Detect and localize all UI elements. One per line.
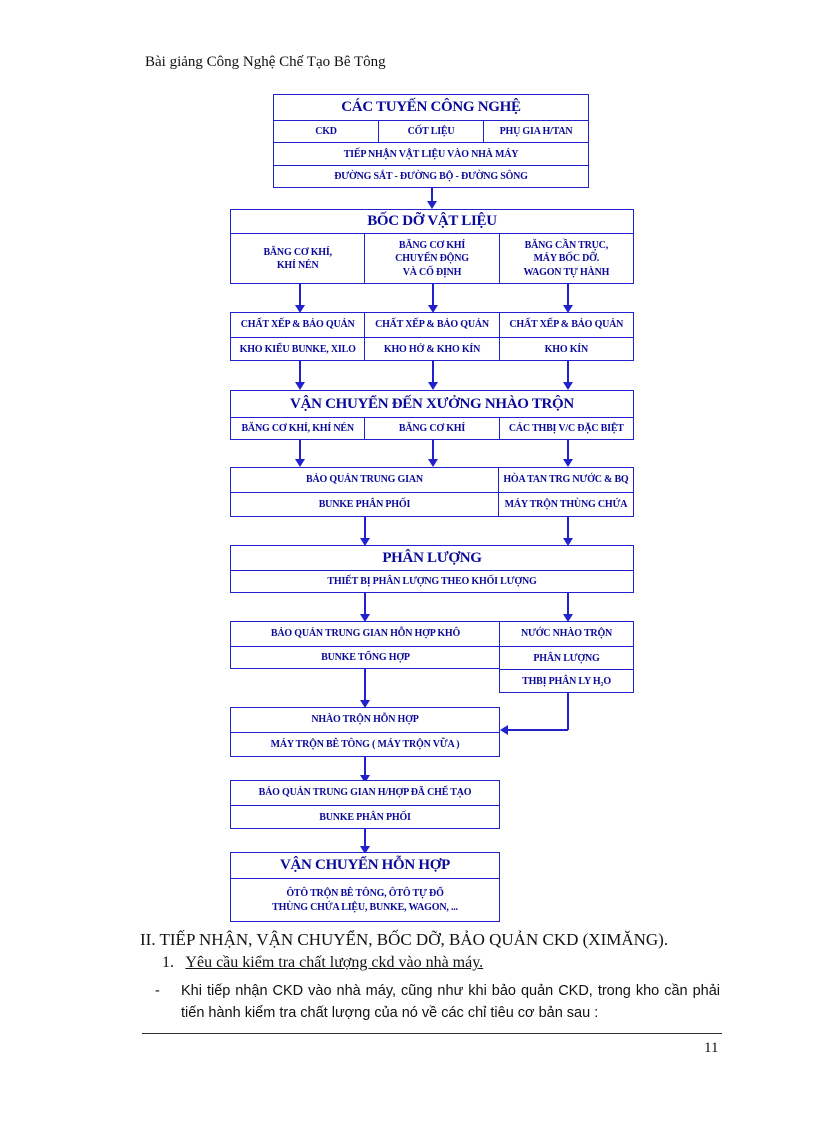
section-heading: II. TIẾP NHẬN, VẬN CHUYỂN, BỐC DỠ, BẢO Q…: [140, 930, 669, 949]
cell-distribution-bunker: BUNKE PHÂN PHỐI: [319, 811, 411, 823]
arrow-down-icon: [563, 382, 573, 390]
connector-line: [431, 188, 433, 202]
cell-transport-routes: ĐƯỜNG SẮT - ĐƯỜNG BỘ - ĐƯỜNG SÔNG: [334, 171, 528, 183]
cell-bunker: BUNKE PHÂN PHỐI: [318, 499, 411, 511]
connector-line: [567, 693, 569, 730]
arrow-down-icon: [563, 538, 573, 546]
connector-line: [364, 517, 366, 539]
cell-unload-1: BĂNG CƠ KHÍ, KHÍ NÉN: [263, 246, 332, 272]
box-title: VẬN CHUYỂN ĐẾN XƯỞNG NHÀO TRỘN: [290, 395, 574, 412]
arrow-down-icon: [360, 775, 370, 783]
box-title: CÁC TUYẾN CÔNG NGHỆ: [341, 99, 521, 116]
cell-unload-2: BĂNG CƠ KHÍ CHUYỂN ĐỘNG VÀ CỐ ĐỊNH: [364, 234, 498, 284]
cell-warehouse-1: KHO KIỂU BUNKE, XILO: [239, 343, 356, 355]
connector-line: [364, 669, 366, 701]
box-mixing: NHÀO TRỘN HỖN HỢP MÁY TRỘN BÊ TÔNG ( MÁY…: [230, 707, 500, 757]
cell-stack-3: CHẤT XẾP & BẢO QUẢN: [498, 313, 633, 337]
box-title: BỐC DỠ VẬT LIỆU: [367, 213, 497, 230]
subsection-heading: 1. Yêu cầu kiểm tra chất lượng ckd vào n…: [162, 954, 483, 972]
connector-line: [432, 440, 434, 460]
box-mixing-water: NƯỚC NHÀO TRỘN PHÂN LƯỢNG THBỊ PHÂN LY H…: [499, 621, 634, 693]
paragraph: - Khi tiếp nhận CKD vào nhà máy, cũng nh…: [155, 980, 720, 1024]
arrow-down-icon: [360, 538, 370, 546]
arrow-down-icon: [360, 614, 370, 622]
arrow-down-icon: [428, 382, 438, 390]
cell-batching-equipment: THIẾT BỊ PHÂN LƯỢNG THEO KHỐI LƯỢNG: [327, 576, 537, 588]
cell-warehouse-3: KHO KÍN: [498, 338, 633, 361]
cell-transport-vehicles: ÔTÔ TRỘN BÊ TÔNG, ÔTÔ TỰ ĐỔ THÙNG CHỨA L…: [272, 888, 458, 913]
bullet: -: [155, 983, 160, 999]
cell-mix-title: NHÀO TRỘN HỖN HỢP: [311, 714, 419, 726]
box-finished-mix-storage: BẢO QUẢN TRUNG GIAN H/HỢP ĐÃ CHẾ TẠO BUN…: [230, 780, 500, 829]
arrow-down-icon: [360, 846, 370, 854]
cell-transport-3: CÁC THBỊ V/C ĐẶC BIỆT: [498, 418, 633, 440]
connector-line: [299, 284, 301, 306]
cell-unload-3: BĂNG CẦN TRỤC, MÁY BỐC DỠ. WAGON TỰ HÀNH: [498, 234, 633, 284]
connector-line: [432, 361, 434, 383]
connector-line: [364, 593, 366, 615]
arrow-down-icon: [295, 305, 305, 313]
connector-line: [364, 757, 366, 777]
cell-warehouse-2: KHO HỞ & KHO KÍN: [364, 338, 498, 361]
arrow-down-icon: [360, 700, 370, 708]
connector-line: [299, 440, 301, 460]
cell-stack-2: CHẤT XẾP & BẢO QUẢN: [364, 313, 498, 337]
cell-aggregate: CỐT LIỆU: [378, 121, 483, 143]
box-title: PHÂN LƯỢNG: [382, 549, 482, 566]
arrow-down-icon: [563, 459, 573, 467]
connector-line: [299, 361, 301, 383]
cell-receive: TIẾP NHẬN VẬT LIỆU VÀO NHÀ MÁY: [343, 148, 519, 160]
subsection-title: Yêu cầu kiểm tra chất lượng ckd vào nhà …: [185, 954, 484, 971]
cell-intermediate: BẢO QUẢN TRUNG GIAN: [306, 474, 423, 486]
box-transport-to-mixing: VẬN CHUYỂN ĐẾN XƯỞNG NHÀO TRỘN BĂNG CƠ K…: [230, 390, 634, 440]
cell-tank-mixer: MÁY TRỘN THÙNG CHỨA: [497, 493, 633, 517]
connector-line: [567, 593, 569, 615]
connector-line: [567, 440, 569, 460]
cell-finished-storage: BẢO QUẢN TRUNG GIAN H/HỢP ĐÃ CHẾ TẠO: [258, 787, 472, 799]
cell-transport-2: BĂNG CƠ KHÍ: [364, 418, 498, 440]
box-dry-mix-storage: BẢO QUẢN TRUNG GIAN HỖN HỢP KHÔ BUNKE TỔ…: [230, 621, 501, 669]
connector-line: [364, 829, 366, 849]
cell-dissolve: HÒA TAN TRG NƯỚC & BQ: [497, 468, 633, 492]
connector-line: [567, 284, 569, 306]
box-unloading: BỐC DỠ VẬT LIỆU BĂNG CƠ KHÍ, KHÍ NÉN BĂN…: [230, 209, 634, 284]
arrow-left-icon: [500, 725, 508, 735]
arrow-down-icon: [428, 305, 438, 313]
connector-line: [567, 517, 569, 539]
page-number: 11: [704, 1040, 719, 1056]
box-technology-lines: CÁC TUYẾN CÔNG NGHỆ CKD CỐT LIỆU PHỤ GIA…: [273, 94, 589, 188]
page-header: Bài giảng Công Nghệ Chế Tạo Bê Tông: [145, 54, 386, 70]
box-mix-transport: VẬN CHUYỂN HỖN HỢP ÔTÔ TRỘN BÊ TÔNG, ÔTÔ…: [230, 852, 500, 922]
cell-mixing-water: NƯỚC NHÀO TRỘN: [520, 628, 613, 640]
arrow-down-icon: [563, 614, 573, 622]
cell-water-separator: THBỊ PHÂN LY H₂O: [522, 675, 611, 687]
cell-admixture: PHỤ GIA H/TAN: [483, 121, 588, 143]
paragraph-text: Khi tiếp nhận CKD vào nhà máy, cũng như …: [181, 983, 720, 1021]
arrow-down-icon: [295, 382, 305, 390]
arrow-down-icon: [428, 459, 438, 467]
cell-dry-mix: BẢO QUẢN TRUNG GIAN HỖN HỢP KHÔ: [270, 628, 461, 640]
connector-line: [507, 729, 568, 731]
cell-mix-bunker: BUNKE TỔNG HỢP: [321, 652, 410, 664]
box-batching: PHÂN LƯỢNG THIẾT BỊ PHÂN LƯỢNG THEO KHỐI…: [230, 545, 634, 593]
cell-water-batching: PHÂN LƯỢNG: [533, 652, 600, 664]
box-title: VẬN CHUYỂN HỖN HỢP: [279, 857, 450, 874]
connector-line: [567, 361, 569, 383]
arrow-down-icon: [427, 201, 437, 209]
cell-ckd: CKD: [315, 126, 337, 138]
box-intermediate-storage: BẢO QUẢN TRUNG GIAN HÒA TAN TRG NƯỚC & B…: [230, 467, 634, 517]
box-storage: CHẤT XẾP & BẢO QUẢN CHẤT XẾP & BẢO QUẢN …: [230, 312, 634, 361]
cell-concrete-mixer: MÁY TRỘN BÊ TÔNG ( MÁY TRỘN VỮA ): [270, 739, 460, 751]
subsection-number: 1.: [162, 954, 174, 971]
arrow-down-icon: [563, 305, 573, 313]
footer-rule: [142, 1033, 722, 1034]
arrow-down-icon: [295, 459, 305, 467]
cell-transport-1: BĂNG CƠ KHÍ, KHÍ NÉN: [241, 423, 354, 435]
connector-line: [432, 284, 434, 306]
cell-stack-1: CHẤT XẾP & BẢO QUẢN: [240, 319, 355, 331]
